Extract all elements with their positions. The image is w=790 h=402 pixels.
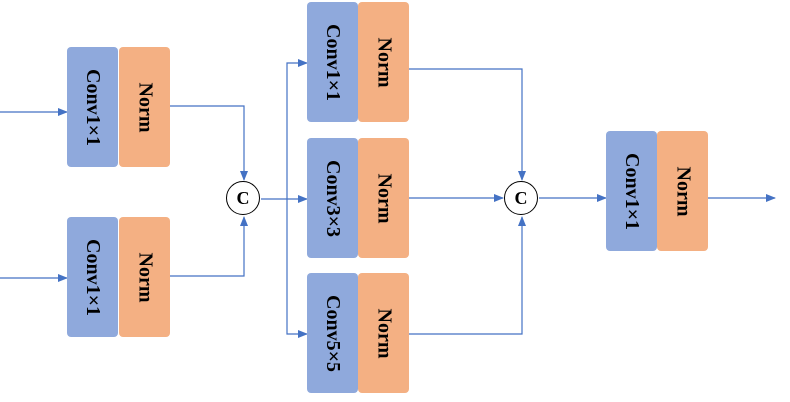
input-top-norm-block: Norm	[119, 47, 170, 167]
input-bottom-conv-block: Conv1×1	[67, 217, 118, 337]
branch-1x1-conv-label: Conv1×1	[322, 23, 344, 101]
concat-node-second: C	[504, 181, 538, 215]
top-block-to-concat-arrow	[170, 105, 248, 181]
bottom-block-to-concat-arrow	[170, 216, 248, 277]
concat-node-first: C	[226, 181, 260, 215]
branch-1x1-conv-block: Conv1×1	[307, 2, 358, 122]
branch-5x5-conv-label: Conv5×5	[322, 294, 344, 372]
output-conv-label: Conv1×1	[621, 152, 643, 230]
branch-5x5-conv-block: Conv5×5	[307, 273, 358, 393]
output-conv-block: Conv1×1	[606, 131, 657, 251]
branch-3x3-conv-label: Conv3×3	[322, 159, 344, 237]
branch-3x3-norm-label: Norm	[372, 173, 395, 223]
branch-3x3-conv-block: Conv3×3	[307, 138, 358, 258]
output-norm-label: Norm	[671, 166, 694, 216]
branch-5x5-norm-label: Norm	[372, 308, 395, 358]
branch-5x5-norm-block: Norm	[358, 273, 409, 393]
input-top-conv-block: Conv1×1	[67, 47, 118, 167]
branch-1x1-norm-label: Norm	[372, 37, 395, 87]
input-bottom-norm-label: Norm	[133, 252, 156, 302]
concat-to-branch-5x5-arrow	[286, 199, 308, 338]
input-top-norm-label: Norm	[133, 82, 156, 132]
concat-node-first-label: C	[236, 187, 250, 208]
branch-1x1-norm-block: Norm	[358, 2, 409, 122]
branch-5x5-to-concat-arrow	[409, 216, 526, 335]
output-norm-block: Norm	[657, 131, 708, 251]
input-top-conv-label: Conv1×1	[82, 68, 104, 146]
branch-3x3-norm-block: Norm	[358, 138, 409, 258]
input-bottom-conv-label: Conv1×1	[82, 238, 104, 316]
concat-to-branch-1x1-arrow	[286, 59, 308, 199]
concat-node-second-label: C	[514, 187, 528, 208]
input-bottom-norm-block: Norm	[119, 217, 170, 337]
branch-1x1-to-concat-arrow	[409, 68, 526, 181]
